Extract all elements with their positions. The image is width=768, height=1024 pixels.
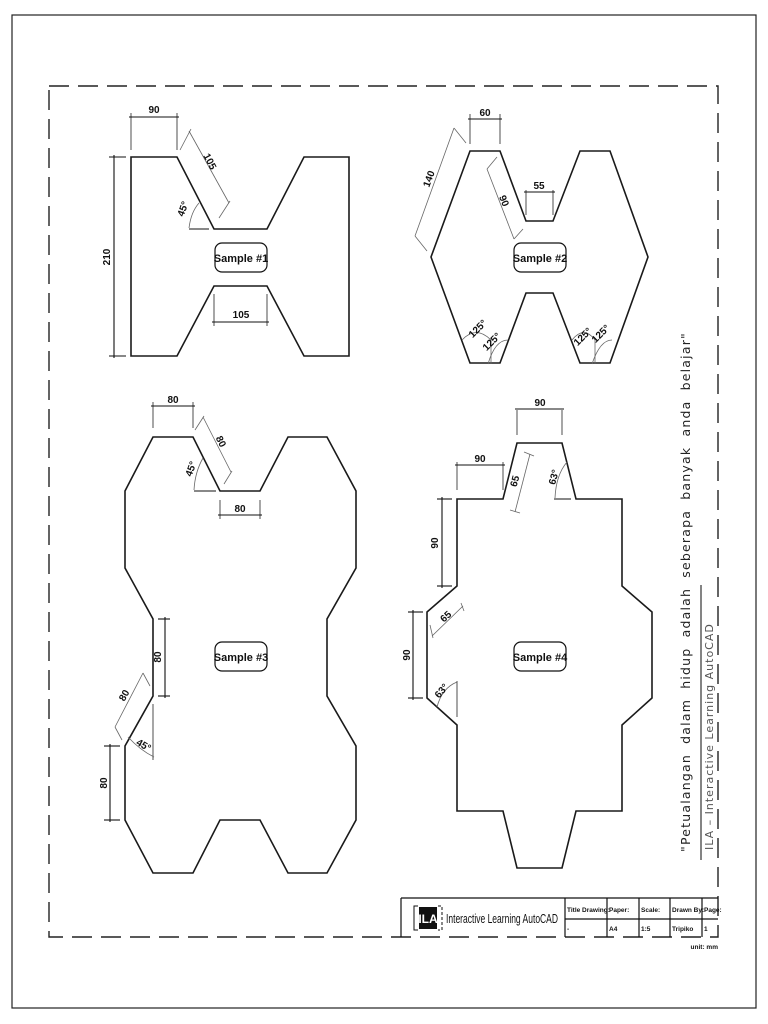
sample-3: 80 80 45° 80 80 80 45° 80 Sa [99,395,357,874]
field-paper-header: Paper: [609,907,629,914]
dim-s4-tab-angle: 63° [547,469,562,486]
quote-text: "Petualangan dalam hidup adalah seberapa… [678,332,693,852]
field-drawn-by-value: Tripiko [672,926,693,933]
dim-s4-side-height: 90 [402,649,413,661]
sample-1-outline [130,156,350,357]
sample-2-label: Sample #2 [513,253,567,265]
dim-s3-side-height: 80 [153,651,164,663]
dim-s3-top-width: 80 [167,395,179,406]
sample-2: 60 140 90 55 125° 125° 125° 125° Sample … [414,108,649,365]
field-title-drawing-header: Title Drawing: [567,907,610,914]
dim-s3-angle: 45° [184,460,200,478]
dim-s4-tab-width: 90 [534,398,546,409]
sample-4-label-box [513,641,567,672]
sample-2-label-box [513,242,567,273]
sample-4-label: Sample #4 [513,652,568,664]
field-paper-value: A4 [609,926,618,933]
dim-s3-slant: 80 [213,434,228,449]
sample-2-outline [430,150,649,364]
dim-s4-side-angle: 63° [433,682,451,701]
dim-s2-angle-a: 125° [467,318,489,340]
dim-s2-top-width: 60 [479,108,491,119]
title-block: ILA Interactive Learning AutoCAD Title D… [400,897,722,951]
dim-s2-notch-width: 55 [533,181,545,192]
dim-s2-inner-slant: 90 [496,194,511,209]
dashed-frame [48,85,719,938]
unit-label: unit: mm [691,944,719,951]
sample-4: 90 90 65 63° 90 65 90 63° Sa [402,398,653,869]
dim-s2-outer-slant: 140 [422,169,438,189]
sample-3-label: Sample #3 [214,652,268,664]
logo-text: ILA [418,912,438,926]
dim-s2-angle-d: 125° [590,323,612,345]
field-scale-value: 1:5 [641,926,651,933]
dim-s4-upper-height: 90 [430,537,441,549]
field-scale-header: Scale: [641,907,660,914]
dim-s4-side-slant: 65 [439,609,455,625]
dim-s3-side-slant: 80 [117,688,132,704]
dim-s3-notch-width: 80 [234,504,246,515]
field-page-header: Page: [704,907,722,914]
company-name: Interactive Learning AutoCAD [446,911,558,926]
dim-s4-tab-slant: 65 [509,474,523,488]
dim-s4-shoulder-width: 90 [474,454,486,465]
sample-4-outline [426,442,653,869]
sample-1-label: Sample #1 [214,253,268,265]
sample-1: 90 105 45° 210 105 Sample #1 [102,105,350,358]
dim-s1-angle: 45° [176,200,192,218]
dim-s3-side-angle: 45° [134,737,153,754]
field-page-value: 1 [704,926,708,933]
side-text: "Petualangan dalam hidup adalah seberapa… [678,332,716,860]
dim-s1-neck-width: 105 [233,310,250,321]
ila-logo-icon: ILA [413,905,443,931]
dim-s1-slant: 105 [200,152,218,172]
brand-text: ILA – Interactive Learning AutoCAD [703,623,716,850]
sample-3-outline [124,436,357,874]
field-drawn-by-header: Drawn By: [672,907,704,914]
field-title-drawing-value: - [567,926,569,933]
dim-s3-lower-height: 80 [99,777,110,789]
outer-frame [11,14,757,1009]
sample-3-label-box [214,641,268,672]
sample-1-label-box [214,242,268,273]
dim-s1-top-width: 90 [148,105,160,116]
dim-s1-height: 210 [102,248,113,265]
